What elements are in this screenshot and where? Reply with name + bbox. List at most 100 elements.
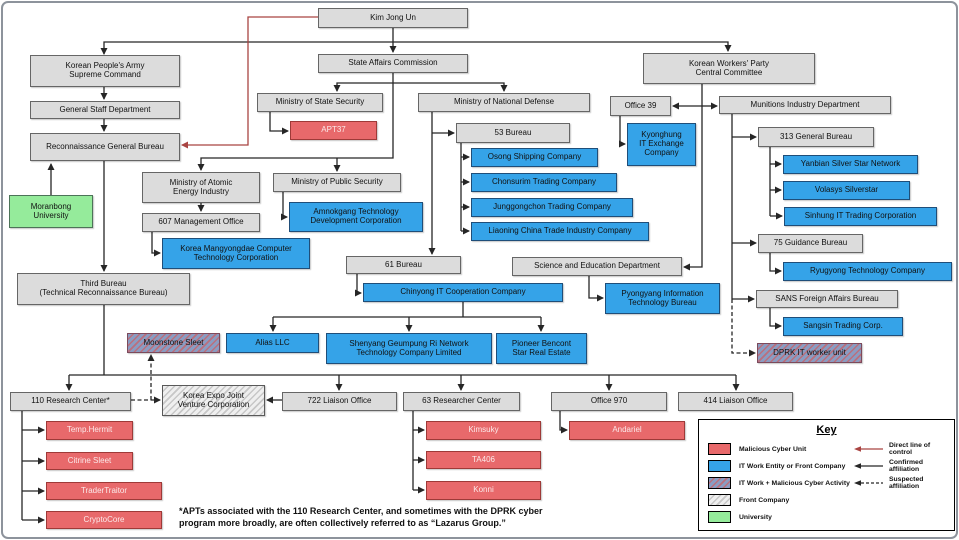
edge-solid [683, 84, 703, 271]
node-label: Office 970 [590, 396, 628, 406]
legend-label: IT Work + Malicious Cyber Activity [739, 479, 850, 487]
node-label: Shenyang Geumpung Ri Network Technology … [349, 338, 469, 357]
node-722-liaison-office: 722 Liaison Office [282, 392, 397, 411]
node-label: Sangsin Trading Corp. [803, 321, 883, 331]
node-pyongyang-it-bureau: Pyongyang Information Technology Bureau [605, 283, 720, 314]
node-label: Moonstone Sleet [143, 337, 204, 347]
node-kpa-supreme-command: Korean People's Army Supreme Command [30, 55, 180, 87]
node-label: General Staff Department [59, 104, 151, 114]
edge-solid [281, 192, 288, 221]
node-label: State Affairs Commission [348, 58, 438, 68]
node-label: Ministry of Atomic Energy Industry [169, 177, 233, 196]
node-third-bureau: Third Bureau (Technical Reconnaissance B… [17, 273, 190, 305]
node-label: Korea Expo Joint Venture Corporation [177, 390, 250, 409]
node-110-research-center: 110 Research Center* [10, 392, 131, 411]
edge-solid [769, 253, 782, 275]
node-ministry-of-atomic-energy: Ministry of Atomic Energy Industry [142, 172, 260, 203]
node-label: Yanbian Silver Star Network [800, 159, 901, 169]
node-label: Chonsurim Trading Company [491, 177, 597, 187]
node-volasys-silverstar: Volasys Silverstar [783, 181, 910, 200]
node-label: 313 General Bureau [779, 131, 853, 141]
green-swatch [708, 511, 731, 523]
node-label: APT37 [321, 125, 346, 135]
node-korea-expo-jv: Korea Expo Joint Venture Corporation [162, 385, 265, 416]
legend-row-itwork-malicious: IT Work + Malicious Cyber Activity [708, 476, 850, 490]
legend-label: Confirmed affiliation [889, 459, 923, 473]
node-label: 61 Bureau [385, 259, 422, 269]
node-ministry-of-national-defense: Ministry of National Defense [418, 93, 590, 112]
node-moonstone-sleet: Moonstone Sleet [127, 333, 220, 353]
legend-row-suspected: Suspected affiliation [851, 476, 954, 490]
edge-red [181, 16, 318, 149]
node-yanbian-silver-star: Yanbian Silver Star Network [783, 155, 918, 174]
dashed-arrow-icon [854, 480, 883, 486]
node-label: Volasys Silverstar [814, 185, 879, 195]
node-63-researcher-center: 63 Researcher Center [403, 392, 520, 411]
node-label: Kimsuky [468, 425, 499, 435]
legend-label: University [739, 513, 772, 521]
legend-label: Direct line of control [889, 442, 931, 456]
node-label: 414 Liaison Office [703, 396, 768, 406]
node-pioneer-bencont: Pioneer Bencont Star Real Estate [496, 333, 587, 364]
node-munitions-industry-dept: Munitions Industry Department [719, 96, 891, 114]
edge-solid [197, 73, 394, 171]
node-temp-hermit: Temp.Hermit [46, 421, 133, 440]
node-label: Kim Jong Un [370, 12, 416, 22]
node-53-bureau: 53 Bureau [456, 123, 570, 143]
lazarus-footnote: *APTs associated with the 110 Research C… [179, 505, 569, 529]
legend-label: Front Company [739, 496, 790, 504]
purple-hatch-swatch [708, 477, 731, 489]
node-ta406: TA406 [426, 451, 541, 469]
node-label: Chinyong IT Cooperation Company [400, 287, 526, 297]
edge-solid [559, 411, 568, 434]
legend-row-direct-control: Direct line of control [851, 442, 954, 456]
node-label: 722 Liaison Office [307, 396, 372, 406]
node-607-management-office: 607 Management Office [142, 213, 260, 232]
edge-solid [393, 41, 732, 52]
node-ryugyong-technology: Ryugyong Technology Company [783, 262, 952, 281]
node-liaoning-china-trade: Liaoning China Trade Industry Company [471, 222, 649, 241]
node-label: Temp.Hermit [66, 425, 113, 435]
solid-arrow-icon [854, 463, 883, 469]
node-office-970: Office 970 [551, 392, 667, 411]
node-chinyong-it: Chinyong IT Cooperation Company [363, 283, 563, 302]
node-label: 607 Management Office [158, 217, 244, 227]
edge-solid [100, 41, 393, 55]
node-state-affairs-commission: State Affairs Commission [318, 54, 468, 73]
edge-solid [355, 274, 362, 297]
node-label: Ryugyong Technology Company [809, 266, 926, 276]
legend-label: Suspected affiliation [889, 476, 924, 490]
edge-dashed [731, 299, 756, 357]
edge-solid [269, 112, 289, 135]
node-label: Osong Shipping Company [487, 152, 582, 162]
node-label: Kyonghung IT Exchange Company [639, 130, 684, 157]
node-kimsuky: Kimsuky [426, 421, 541, 440]
blue-swatch [708, 460, 731, 472]
node-label: Munitions Industry Department [750, 99, 860, 109]
legend-row-itwork: IT Work Entity or Front Company [708, 459, 845, 473]
legend-label: IT Work Entity or Front Company [739, 462, 846, 470]
legend: Key Malicious Cyber Unit IT Work Entity … [698, 419, 955, 531]
node-label: Alias LLC [255, 337, 290, 347]
node-kyonghung-it-exchange: Kyonghung IT Exchange Company [627, 123, 696, 166]
legend-row-malicious: Malicious Cyber Unit [708, 442, 806, 456]
edge-solid [333, 82, 393, 92]
node-label: Third Bureau (Technical Reconnaissance B… [39, 279, 168, 297]
node-label: Korea Mangyongdae Computer Technology Co… [180, 243, 292, 262]
edge-solid [151, 232, 161, 257]
red-arrow-icon [854, 446, 883, 452]
node-chonsurim-trading: Chonsurim Trading Company [471, 173, 617, 192]
node-dprk-it-worker-unit: DPRK IT worker unit [757, 343, 862, 363]
node-cryptocore: CryptoCore [46, 511, 162, 529]
node-moranbong-university: Moranbong University [9, 195, 93, 228]
legend-row-front-company: Front Company [708, 493, 789, 507]
node-konni: Konni [426, 481, 541, 500]
node-label: Korean Workers' Party Central Committee [688, 58, 770, 77]
gray-hatch-swatch [708, 494, 731, 506]
legend-title: Key [816, 424, 837, 436]
node-label: Moranbong University [30, 201, 72, 220]
node-science-education-dept: Science and Education Department [512, 257, 682, 276]
node-tradertraitor: TraderTraitor [46, 482, 162, 500]
